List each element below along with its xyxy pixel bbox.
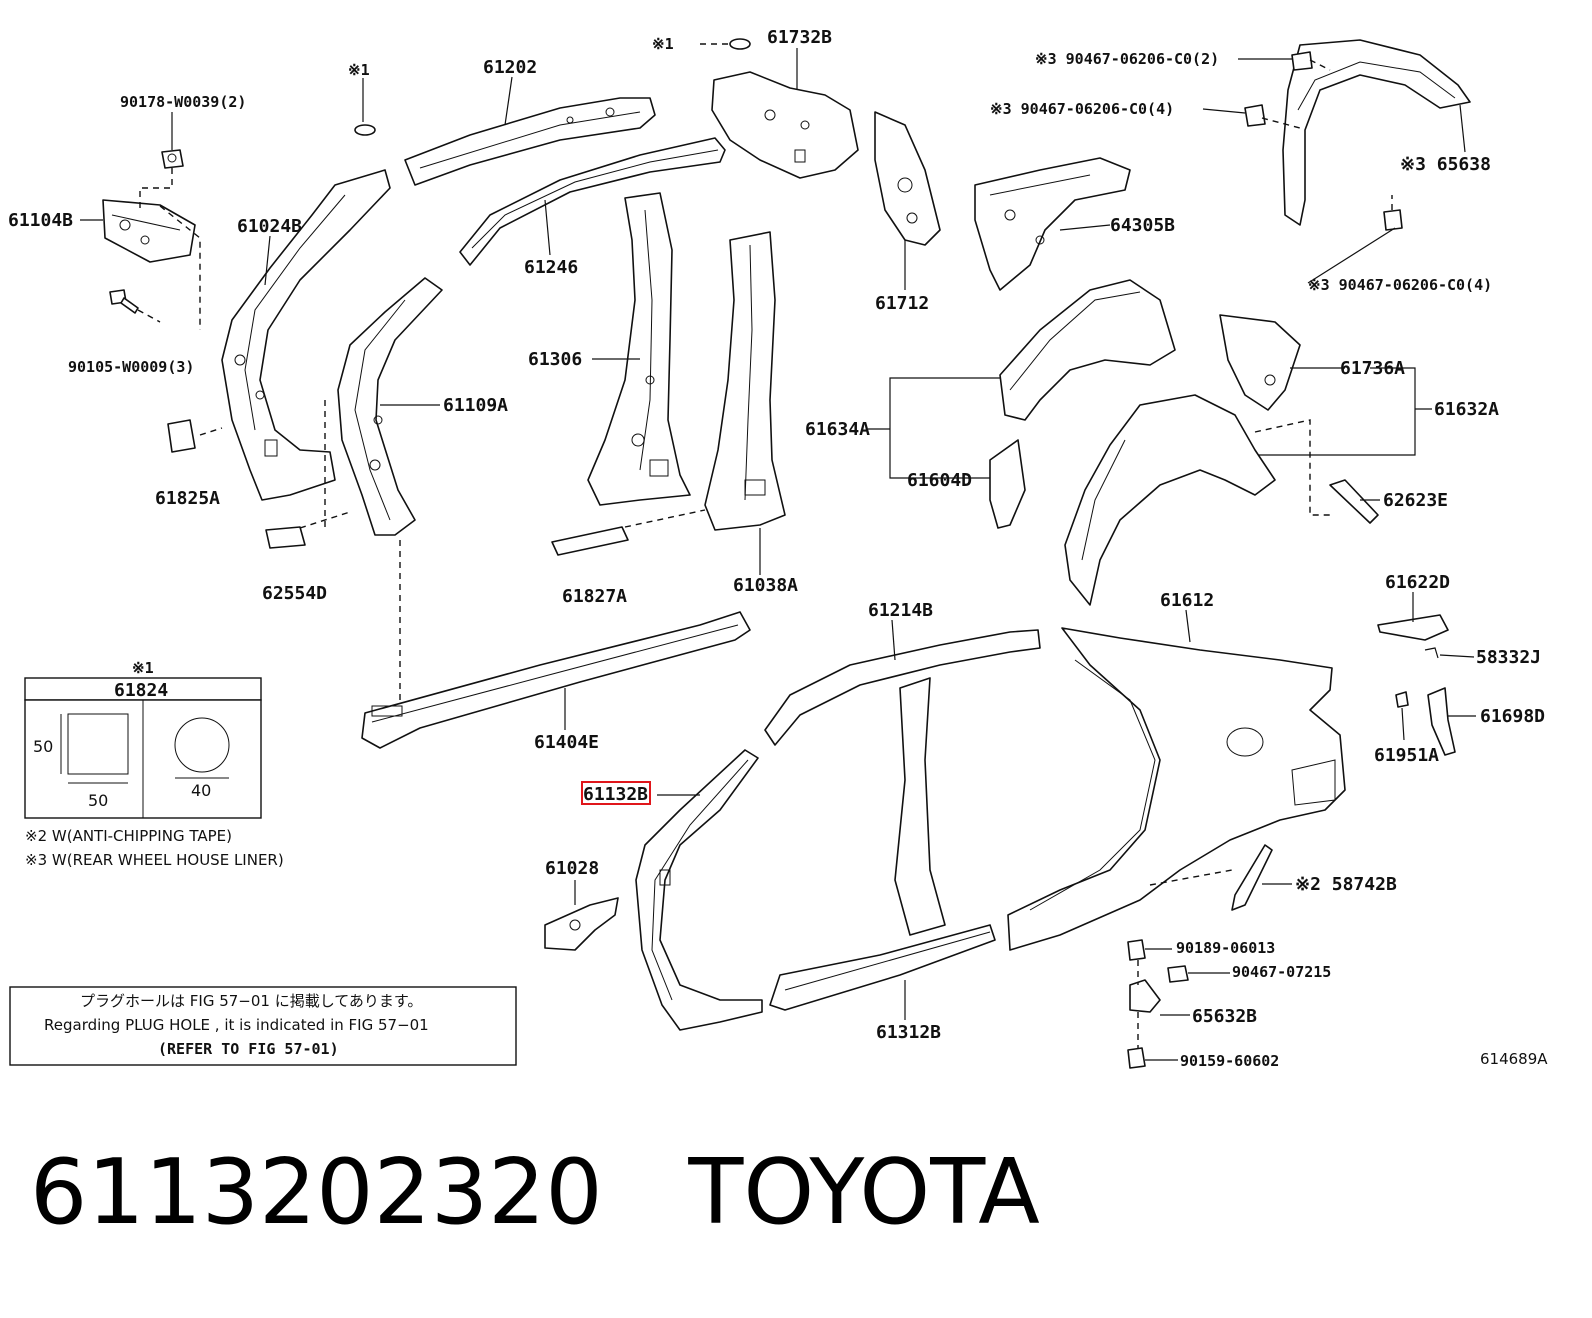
reference-line-en: Regarding PLUG HOLE , it is indicated in… (44, 1016, 429, 1034)
callout-61202: 61202 (483, 57, 537, 78)
callout-61736A: 61736A (1340, 358, 1405, 379)
leader-lines (80, 48, 1476, 1061)
part-61038A-shape (704, 231, 786, 531)
plug-circle-shape (174, 717, 230, 773)
part-61736A-shape (1219, 314, 1301, 411)
callout-61312B: 61312B (876, 1022, 941, 1043)
part-61827A-shape (551, 526, 629, 556)
part-61104B-shape (102, 199, 196, 263)
part-61825A-shape (167, 419, 196, 453)
part-61109A-shape (337, 277, 443, 536)
callout-61024B: 61024B (237, 216, 302, 237)
part-61306-shape (587, 192, 691, 506)
callout-61132B[interactable]: 61132B (583, 784, 648, 805)
part-61622D-shape (1377, 614, 1449, 641)
part-61246-shape (459, 137, 726, 266)
part-61312B-shape (769, 924, 996, 1011)
callout-90178: 90178-W0039(2) (120, 93, 246, 111)
callout-61612: 61612 (1160, 590, 1214, 611)
callout-61732B: 61732B (767, 27, 832, 48)
callout-58742B: ※2 58742B (1295, 874, 1397, 895)
part-90178-shape (161, 149, 184, 169)
part-61698D-shape (1427, 687, 1456, 756)
callout-61827A: 61827A (562, 586, 627, 607)
callout-61306: 61306 (528, 349, 582, 370)
plug-square-shape (67, 713, 129, 775)
plug-table-part: 61824 (114, 680, 168, 701)
part-58332J-shape (1424, 647, 1439, 659)
part-61732B-shape (711, 71, 859, 179)
part-61951A-shape (1395, 691, 1409, 708)
callout-90467-07215: 90467-07215 (1232, 963, 1331, 981)
callout-61825A: 61825A (155, 488, 220, 509)
plug-markers (354, 38, 751, 136)
part-61712-shape (874, 111, 941, 246)
dashed-links (137, 43, 1393, 1048)
part-90105-shape (109, 289, 139, 314)
callout-61698D: 61698D (1480, 706, 1545, 727)
callout-mark1-roof: ※1 (348, 61, 370, 79)
callout-90105: 90105-W0009(3) (68, 358, 194, 376)
part-61632A-shape (1064, 394, 1276, 606)
callout-58332J: 58332J (1476, 647, 1541, 668)
plug-circle-diameter: 40 (191, 781, 211, 800)
part-65638-shape (1282, 39, 1471, 226)
callout-90467-c0-4b: ※3 90467-06206-C0(4) (1308, 276, 1492, 294)
part-61404E-shape (361, 611, 751, 749)
note-wheel-house: ※3 W(REAR WHEEL HOUSE LINER) (25, 851, 284, 869)
plug-square-width: 50 (88, 791, 108, 810)
clip-90467-shapes (1244, 51, 1403, 231)
callout-90467-c0-2: ※3 90467-06206-C0(2) (1035, 50, 1219, 68)
callout-61038A: 61038A (733, 575, 798, 596)
callout-90159: 90159-60602 (1180, 1052, 1279, 1070)
part-64305B-shape (974, 157, 1131, 291)
reference-box: プラグホールは FIG 57−01 に掲載してあります。 Regarding P… (9, 986, 517, 1066)
callout-61109A: 61109A (443, 395, 508, 416)
reference-line-jp: プラグホールは FIG 57−01 に掲載してあります。 (80, 992, 422, 1010)
reference-line-refer: (REFER TO FIG 57-01) (158, 1040, 339, 1058)
fasteners-65632B-shapes (1127, 939, 1189, 1069)
part-61028-shape (544, 897, 619, 951)
part-61612-shape (1007, 627, 1346, 951)
part-61202-shape (404, 97, 656, 186)
callout-61712: 61712 (875, 293, 929, 314)
callout-61622D: 61622D (1385, 572, 1450, 593)
callout-61404E: 61404E (534, 732, 599, 753)
plug-square-height: 50 (33, 737, 53, 756)
part-61604D-shape (989, 439, 1026, 529)
callout-61632A: 61632A (1434, 399, 1499, 420)
figure-id: 614689A (1480, 1050, 1548, 1068)
callout-64305B: 64305B (1110, 215, 1175, 236)
callout-61246: 61246 (524, 257, 578, 278)
plug-table: ※1 61824 50 50 40 (24, 659, 262, 819)
callout-61604D: 61604D (907, 470, 972, 491)
callout-61634A: 61634A (805, 419, 870, 440)
callout-90467-c0-4a: ※3 90467-06206-C0(4) (990, 100, 1174, 118)
part-61634A-shape (999, 279, 1176, 421)
part-61214B-shape (764, 629, 1041, 936)
callout-61028: 61028 (545, 858, 599, 879)
part-58742B-shape (1231, 844, 1273, 911)
part-61132B-shape (635, 749, 763, 1031)
highlight-box-61132B (581, 781, 651, 805)
part-number-caption: 6113202320 TOYOTA (30, 1140, 1040, 1245)
part-62554D-shape (265, 526, 306, 549)
part-61024B-shape (221, 169, 391, 501)
callout-61951A: 61951A (1374, 745, 1439, 766)
callout-65638: ※3 65638 (1400, 154, 1491, 175)
callout-61214B: 61214B (868, 600, 933, 621)
callout-65632B: 65632B (1192, 1006, 1257, 1027)
callout-62623E: 62623E (1383, 490, 1448, 511)
note-anti-chipping: ※2 W(ANTI-CHIPPING TAPE) (25, 827, 232, 845)
callout-61104B: 61104B (8, 210, 73, 231)
plug-table-mark: ※1 (132, 659, 154, 677)
callout-90189: 90189-06013 (1176, 939, 1275, 957)
callout-62554D: 62554D (262, 583, 327, 604)
part-62623E-shape (1329, 479, 1379, 524)
callout-mark1-top: ※1 (652, 35, 674, 53)
